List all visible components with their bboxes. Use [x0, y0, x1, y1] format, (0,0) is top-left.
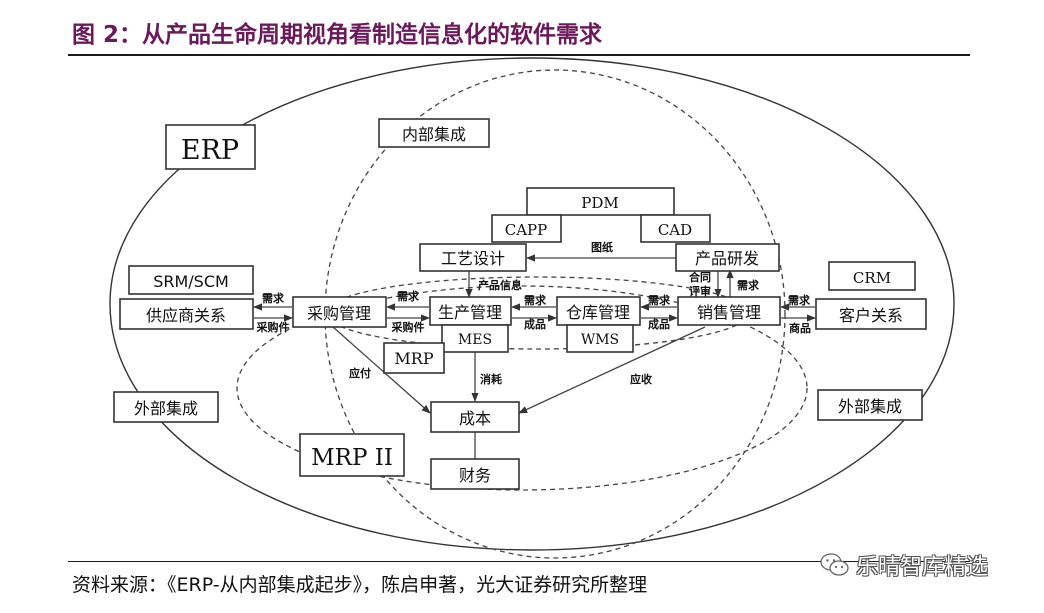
consumption-label: 消耗 [480, 372, 502, 386]
mes-box [441, 324, 509, 353]
mrp-label: MRP [394, 349, 433, 368]
contract-label-1: 合同 [689, 270, 711, 284]
diagram: ERP 内部集成 外部集成 外部集成 MRP II 图纸 产品信息 合同 评审 … [109, 57, 955, 559]
erp-region [109, 57, 955, 551]
purchased-parts-supplier-label: 采购件 [256, 320, 290, 334]
customer-box [815, 298, 927, 330]
figure-title: 图 2：从产品生命周期视角看制造信息化的软件需求 [72, 22, 603, 48]
cost-label: 成本 [459, 409, 491, 428]
wechat-icon [820, 553, 849, 576]
external-integration-right-label: 外部集成 [838, 397, 902, 416]
wms-box [566, 324, 634, 353]
cad-label: CAD [658, 221, 692, 239]
watermark: 乐晴智库精选 [820, 550, 988, 580]
purchased-parts-production-label: 采购件 [391, 320, 425, 334]
capp-box [491, 214, 562, 243]
external-integration-right-box [817, 389, 923, 421]
demand-supplier-label: 需求 [262, 291, 285, 305]
demand-customer-label: 需求 [788, 293, 811, 307]
cost-box [430, 401, 520, 433]
erp-label: ERP [181, 135, 239, 166]
external-integration-left-label: 外部集成 [134, 399, 198, 418]
supplier-label: 供应商关系 [146, 306, 226, 325]
process-design-box [419, 243, 527, 272]
external-integration-left-box [113, 391, 219, 423]
srm-scm-box [128, 265, 254, 295]
pdm-label: PDM [581, 194, 618, 212]
purchasing-box [292, 296, 387, 328]
finished-warehouse-label: 成品 [648, 317, 670, 331]
mrp-box [383, 342, 445, 374]
finance-label: 财务 [459, 466, 491, 485]
finance-box [430, 458, 520, 490]
watermark-text: 乐晴智库精选 [856, 555, 989, 580]
source-note: 资料来源：《ERP-从内部集成起步》，陈启申著，光大证券研究所整理 [72, 574, 648, 596]
purchasing-label: 采购管理 [307, 304, 371, 323]
process-design-label: 工艺设计 [441, 249, 505, 268]
mrp2-label-box [299, 433, 405, 477]
warehouse-label: 仓库管理 [566, 303, 630, 322]
wms-label: WMS [581, 332, 619, 348]
internal-integration-region [324, 69, 786, 559]
sales-label: 销售管理 [697, 303, 761, 322]
srm-scm-label: SRM/SCM [153, 272, 229, 291]
finished-production-label: 成品 [524, 317, 546, 331]
supplier-box [119, 298, 254, 330]
customer-label: 客户关系 [839, 306, 903, 325]
drawings-label: 图纸 [591, 240, 613, 254]
product-rd-box [675, 243, 780, 272]
capp-label: CAPP [505, 221, 548, 239]
receivable-arrow [518, 326, 706, 414]
demand-rd-label: 需求 [737, 278, 760, 292]
cad-box [640, 214, 711, 243]
erp-label-box [165, 124, 256, 170]
mrp2-label: MRP II [311, 445, 393, 471]
contract-label-2: 评审 [689, 284, 711, 298]
payable-arrow [332, 326, 431, 414]
crm-box [828, 261, 916, 291]
goods-label: 商品 [789, 321, 811, 335]
payable-label: 应付 [349, 366, 371, 380]
receivable-label: 应收 [630, 372, 652, 386]
product-info-label: 产品信息 [478, 278, 522, 292]
production-label: 生产管理 [438, 303, 502, 322]
demand-purchase-label: 需求 [397, 289, 420, 303]
bottom-rule [68, 561, 970, 562]
mrp2-region [236, 285, 808, 491]
demand-warehouse-label: 需求 [648, 293, 671, 307]
internal-integration-label-box [378, 118, 490, 148]
internal-integration-label: 内部集成 [402, 125, 466, 144]
sales-box [677, 296, 781, 326]
crm-label: CRM [853, 269, 891, 287]
pdm-box [526, 187, 675, 216]
product-rd-label: 产品研发 [695, 249, 759, 268]
top-rule [68, 54, 970, 56]
demand-production-label: 需求 [524, 293, 547, 307]
mes-label: MES [458, 332, 492, 348]
